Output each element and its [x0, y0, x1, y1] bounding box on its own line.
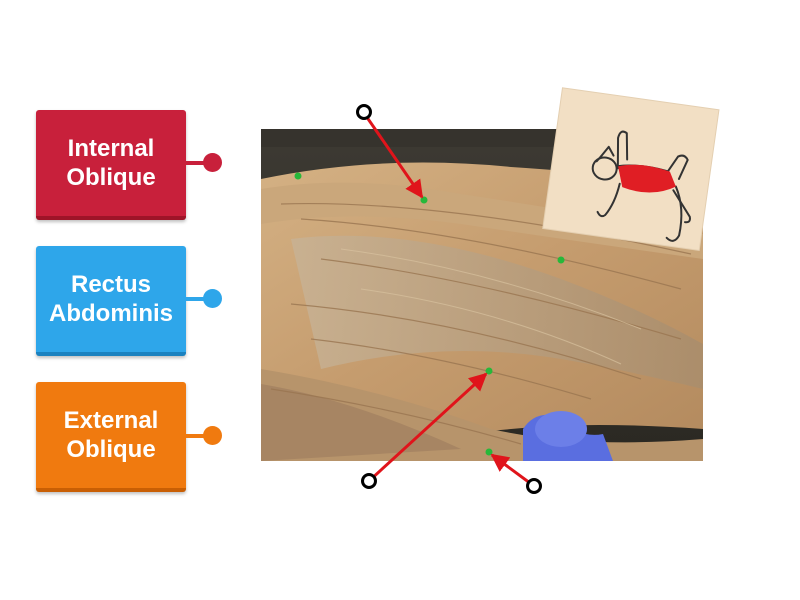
connector-dot [203, 289, 222, 308]
connector-line [186, 434, 204, 438]
connector-line [186, 161, 204, 165]
label-text: External Oblique [63, 407, 159, 463]
label-text: Internal Oblique [66, 135, 156, 191]
label-card-rectus-abdominis[interactable]: Rectus Abdominis [36, 246, 186, 356]
drop-target-2[interactable] [361, 473, 377, 489]
dissection-illustration [261, 129, 703, 461]
label-card-internal-oblique[interactable]: Internal Oblique [36, 110, 186, 220]
connector-line [186, 297, 204, 301]
connector-dot [203, 426, 222, 445]
dissection-photo [261, 129, 703, 461]
connector-dot [203, 153, 222, 172]
drop-target-1[interactable] [356, 104, 372, 120]
label-card-external-oblique[interactable]: External Oblique [36, 382, 186, 492]
label-text: Rectus Abdominis [49, 271, 173, 327]
drop-target-3[interactable] [526, 478, 542, 494]
